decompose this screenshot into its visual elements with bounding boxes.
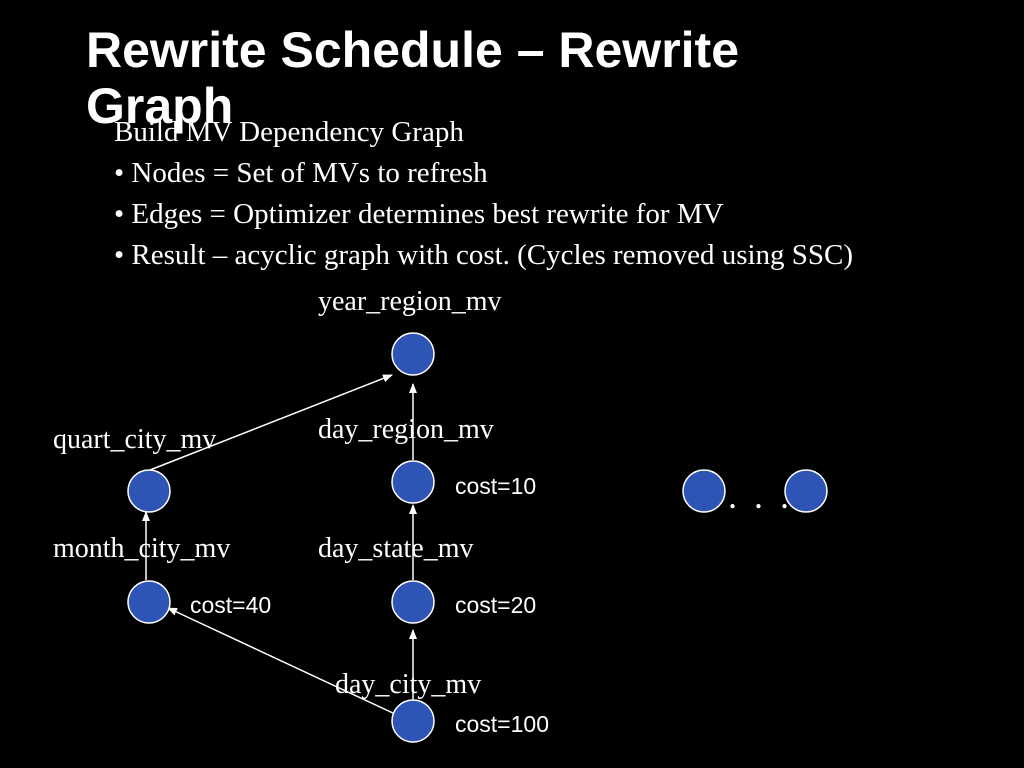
node-day-city-mv	[391, 699, 435, 743]
node-month-city-mv	[127, 580, 171, 624]
node-extra-left	[682, 469, 726, 513]
cost-month-city-mv: cost=40	[190, 592, 272, 618]
edge-day-city-to-month-city	[167, 607, 396, 715]
label-day-region-mv: day_region_mv	[318, 414, 494, 445]
node-quart-city-mv	[127, 469, 171, 513]
bullet-list: Build MV Dependency Graph • Nodes = Set …	[114, 112, 853, 276]
cost-day-state-mv: cost=20	[455, 592, 537, 618]
label-day-city-mv: day_city_mv	[335, 669, 482, 700]
cost-day-city-mv: cost=100	[455, 711, 549, 737]
bullet-item-edges: • Edges = Optimizer determines best rewr…	[114, 198, 724, 230]
slide-title-line-2: Graph	[86, 78, 234, 134]
node-extra-right	[784, 469, 828, 513]
label-quart-city-mv: quart_city_mv	[53, 424, 217, 455]
slide-title: Rewrite Schedule – Rewrite Graph	[86, 22, 986, 134]
label-month-city-mv: month_city_mv	[53, 533, 231, 564]
label-year-region-mv: year_region_mv	[318, 286, 502, 317]
node-day-state-mv	[391, 580, 435, 624]
bullet-heading: Build MV Dependency Graph	[114, 116, 464, 148]
bullet-item-nodes: • Nodes = Set of MVs to refresh	[114, 157, 488, 189]
edge-quart-city-to-year-region	[149, 374, 393, 471]
label-day-state-mv: day_state_mv	[318, 533, 474, 564]
node-year-region-mv	[391, 332, 435, 376]
more-nodes-ellipsis: . . .	[728, 476, 793, 516]
bullet-item-result: • Result – acyclic graph with cost. (Cyc…	[114, 239, 854, 271]
slide-title-line-1: Rewrite Schedule – Rewrite	[86, 22, 740, 78]
cost-day-region-mv: cost=10	[455, 473, 537, 499]
node-day-region-mv	[391, 460, 435, 504]
